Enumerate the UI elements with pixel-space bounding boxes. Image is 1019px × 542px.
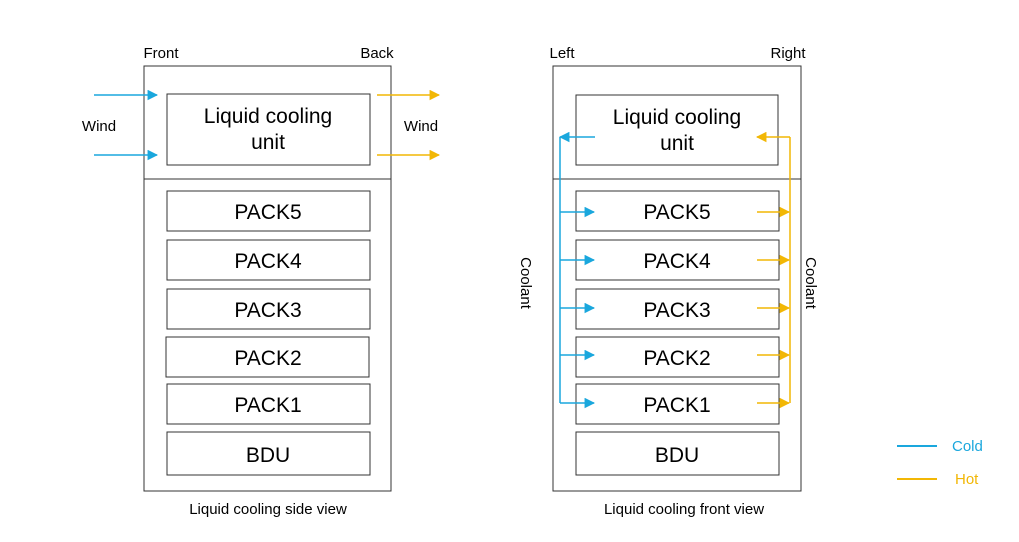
front-view: Left Right Liquid cooling unit PACK5 PAC… (517, 45, 819, 518)
front-pack2-label: PACK2 (643, 347, 710, 370)
side-bdu-label: BDU (246, 444, 290, 467)
side-pack2-label: PACK2 (234, 347, 301, 370)
side-pack3-label: PACK3 (234, 299, 301, 322)
legend: Cold Hot (897, 438, 983, 488)
side-pack5-label: PACK5 (234, 201, 301, 224)
side-pack2-box (165, 336, 370, 378)
side-pack3-box (166, 288, 371, 330)
side-pack4-box (166, 239, 371, 281)
front-pack2-box (575, 336, 780, 378)
coolant-label-right: Coolant (802, 257, 819, 310)
side-cooling-unit-box (166, 93, 371, 166)
front-bdu-label: BDU (655, 444, 699, 467)
front-pack1-label: PACK1 (643, 394, 710, 417)
side-cooling-unit-line1: Liquid cooling (204, 105, 332, 128)
side-pack5-box (166, 190, 371, 232)
label-front: Front (143, 45, 179, 62)
front-pack5-box (575, 190, 780, 232)
front-pack3-box (575, 288, 780, 330)
front-bdu-box (575, 431, 780, 476)
cold-coolant-lines (558, 131, 596, 409)
front-pack5-label: PACK5 (643, 201, 710, 224)
label-back: Back (360, 45, 394, 62)
side-pack1-label: PACK1 (234, 394, 301, 417)
front-cooling-unit-line1: Liquid cooling (613, 106, 741, 129)
front-cooling-unit-line2: unit (660, 132, 694, 155)
legend-hot-label: Hot (955, 471, 979, 488)
wind-in-label: Wind (82, 118, 116, 135)
legend-cold-label: Cold (952, 438, 983, 455)
front-pack4-label: PACK4 (643, 250, 711, 273)
side-cooling-unit-line2: unit (251, 131, 285, 154)
side-pack4-label: PACK4 (234, 250, 302, 273)
side-pack1-box (166, 383, 371, 425)
label-right: Right (770, 45, 806, 62)
front-pack1-box (575, 383, 780, 425)
coolant-label-left: Coolant (517, 257, 534, 310)
wind-out-label: Wind (404, 118, 438, 135)
side-cabinet-outline (143, 65, 392, 492)
label-left: Left (549, 45, 575, 62)
front-view-caption: Liquid cooling front view (604, 501, 764, 518)
front-cooling-unit-box (575, 94, 779, 166)
front-cabinet-outline (552, 65, 802, 492)
side-view: Front Back Liquid cooling unit Wind Wind… (82, 45, 441, 518)
side-view-caption: Liquid cooling side view (189, 501, 347, 518)
front-pack3-label: PACK3 (643, 299, 710, 322)
hot-coolant-lines (755, 131, 791, 409)
side-bdu-box (166, 431, 371, 476)
